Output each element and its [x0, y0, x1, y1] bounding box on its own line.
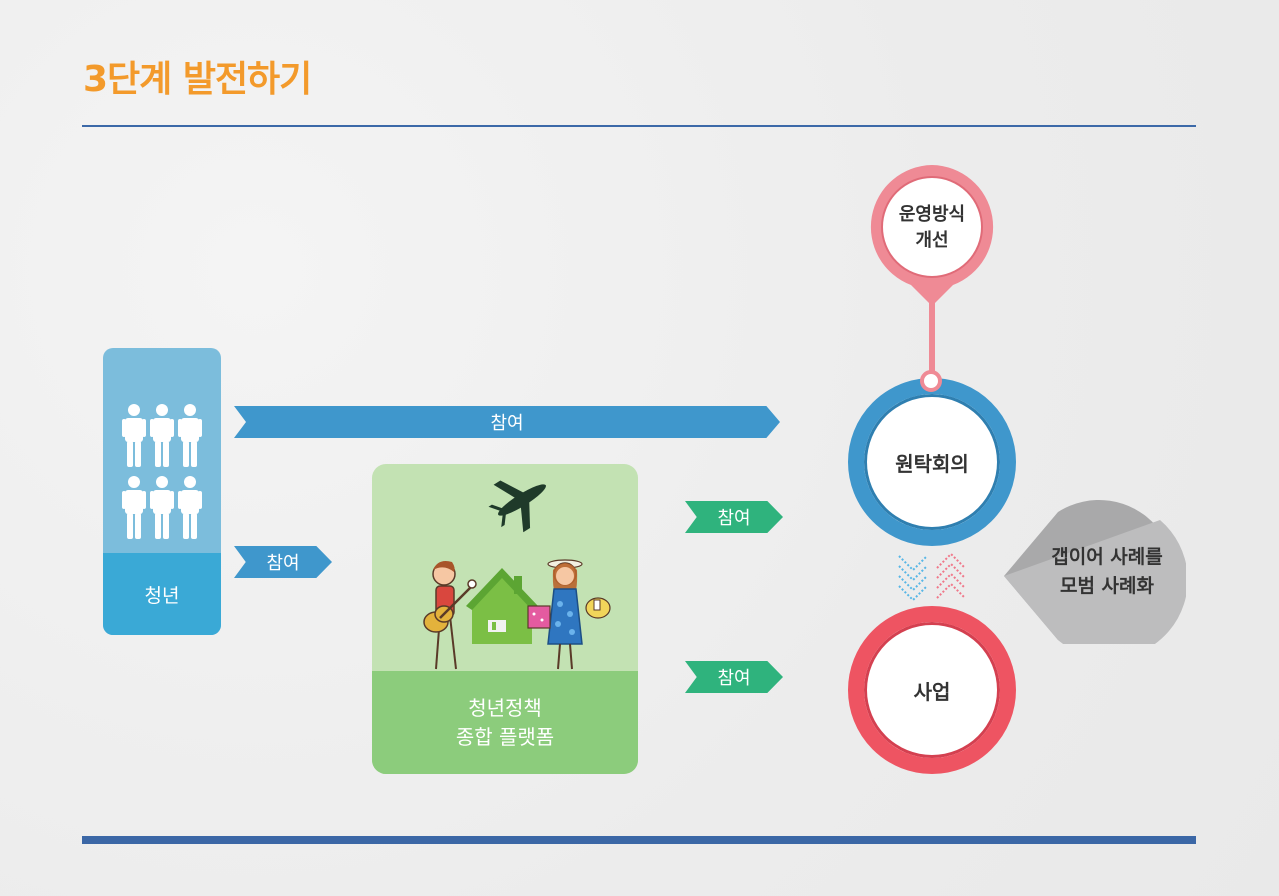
- airplane-icon: [488, 480, 546, 533]
- page-title: 3단계 발전하기: [83, 59, 312, 100]
- roundtable-circle: 원탁회의: [848, 378, 1016, 546]
- exchange-chevrons-icon: [898, 552, 966, 602]
- platform-label: 청년정책 종합 플랫폼: [372, 671, 638, 774]
- bottom-divider: [82, 836, 1196, 844]
- participation-arrow-committee: 참여: [685, 501, 783, 533]
- gap-year-bubble: [1004, 500, 1186, 644]
- pin-text-line2: 개선: [915, 230, 949, 251]
- boy-guitarist-icon: [423, 561, 477, 670]
- pin-text-line1: 운영방식: [898, 204, 966, 225]
- people-icon: [122, 404, 202, 539]
- participation-arrow-business: 참여: [685, 661, 783, 693]
- arrow-label: 참여: [266, 553, 300, 574]
- platform-illustration: [423, 480, 611, 670]
- roundtable-label: 원탁회의: [895, 451, 969, 476]
- girl-shopper-icon: [527, 559, 611, 670]
- participation-arrow-youth: 참여: [234, 546, 332, 578]
- platform-label-line2: 종합 플랫폼: [455, 724, 555, 749]
- gap-year-line2: 모범 사례화: [1059, 575, 1154, 597]
- top-divider: [82, 125, 1196, 127]
- business-circle: 사업: [848, 606, 1016, 774]
- platform-label-line1: 청년정책: [468, 695, 542, 720]
- gap-year-line1: 갭이어 사례를: [1051, 546, 1163, 568]
- arrow-label: 참여: [717, 508, 751, 529]
- platform-card: 청년정책 종합 플랫폼: [372, 464, 638, 774]
- business-label: 사업: [913, 679, 951, 704]
- house-icon: [466, 568, 538, 644]
- pin-marker: [870, 165, 994, 375]
- pin-text: 운영방식 개선: [878, 202, 986, 254]
- youth-card: 청년: [103, 348, 221, 635]
- youth-label: 청년: [103, 553, 221, 635]
- connector-dot: [920, 370, 942, 392]
- gap-year-text: 갭이어 사례를 모범 사례화: [1032, 543, 1182, 601]
- arrow-label: 참여: [490, 413, 524, 434]
- arrow-label: 참여: [717, 668, 751, 689]
- participation-arrow-top: 참여: [234, 406, 780, 438]
